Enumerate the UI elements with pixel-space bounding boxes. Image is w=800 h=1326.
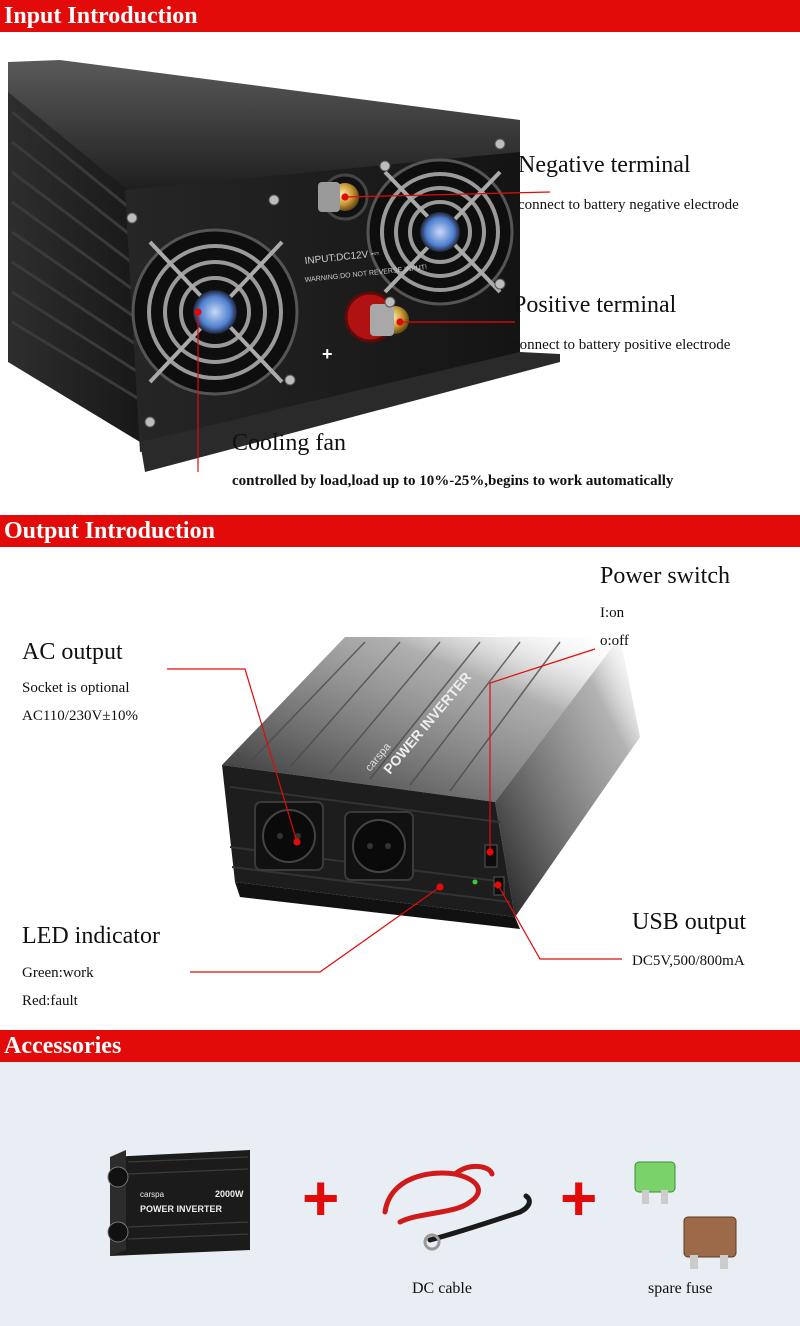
power-switch-title: Power switch (600, 563, 730, 589)
section-title-output: Output Introduction (0, 515, 800, 547)
power-switch-off: o:off (600, 633, 629, 649)
inverter-accessory-image: carspa POWER INVERTER 2000W (107, 1150, 250, 1256)
led-indicator-title: LED indicator (22, 923, 160, 949)
spare-fuse-image (634, 1161, 737, 1269)
ac-socket-1 (254, 801, 324, 871)
usb-output-title: USB output (632, 909, 747, 935)
power-switch-on: I:on (600, 605, 625, 621)
led-graphic (472, 879, 478, 885)
power-switch-graphic (484, 844, 498, 868)
accessories-section: carspa POWER INVERTER 2000W + + DC cable… (0, 1062, 800, 1326)
dc-cable-label: DC cable (412, 1280, 472, 1297)
led-indicator-green: Green:work (22, 965, 94, 981)
ac-output-line1: Socket is optional (22, 680, 130, 696)
inverter-rear-illustration: INPUT:DC12V ⎓ WARNING:DO NOT REVERSE INP… (8, 60, 560, 472)
led-indicator-red: Red:fault (22, 993, 78, 1009)
cooling-fan-title: Cooling fan (232, 430, 346, 456)
positive-terminal-post (344, 291, 409, 343)
positive-terminal-title: Positive terminal (513, 292, 677, 318)
plus-sign-1: + (302, 1162, 339, 1234)
accessory-watt-text: 2000W (215, 1189, 244, 1199)
accessories-illustration: carspa POWER INVERTER 2000W + + (107, 1150, 737, 1269)
top-fins (249, 641, 561, 792)
plus-mark: + (322, 344, 333, 364)
usb-output-spec: DC5V,500/800mA (632, 953, 745, 969)
side-fins (11, 110, 140, 401)
accessory-product-text: POWER INVERTER (140, 1204, 223, 1214)
accessory-brand-text: carspa (140, 1190, 165, 1199)
callout-lines (194, 191, 551, 472)
input-section: INPUT:DC12V ⎓ WARNING:DO NOT REVERSE INP… (0, 32, 800, 515)
positive-terminal-desc: connect to battery positive electrode (513, 337, 731, 353)
negative-terminal-title: Negative terminal (518, 152, 691, 178)
dc-cable-image (382, 1164, 532, 1251)
plus-sign-2: + (560, 1162, 597, 1234)
spare-fuse-label: spare fuse (648, 1280, 713, 1297)
negative-terminal-desc: connect to battery negative electrode (518, 197, 739, 213)
cooling-fan-right (366, 158, 514, 306)
section-title-input: Input Introduction (0, 0, 800, 32)
ac-output-line2: AC110/230V±10% (22, 708, 139, 724)
output-callout-lines (167, 648, 622, 973)
inverter-front-illustration: carspa POWER INVERTER (167, 637, 640, 973)
face-screws (126, 138, 506, 428)
section-title-accessories: Accessories (0, 1030, 800, 1062)
ac-socket-2 (344, 811, 414, 881)
ac-output-title: AC output (22, 639, 123, 665)
cooling-fan-desc: controlled by load,load up to 10%-25%,be… (232, 473, 674, 489)
output-section: carspa POWER INVERTER Power sw (0, 547, 800, 1030)
cooling-fan-left (131, 228, 299, 396)
